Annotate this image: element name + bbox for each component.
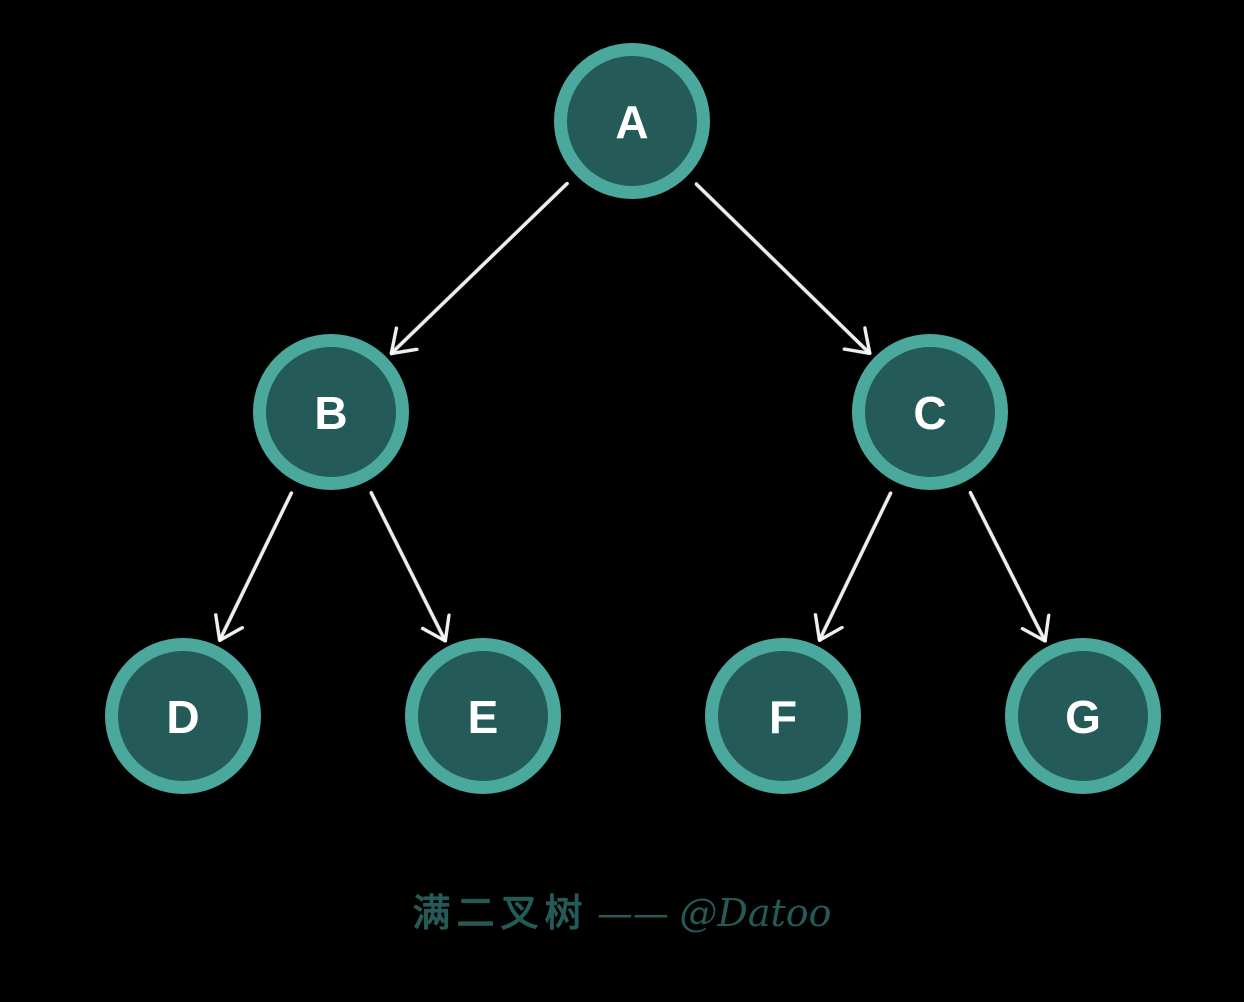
edge-b-d: [213, 491, 294, 643]
caption: 满二叉树 —— @Datoo: [0, 882, 1244, 937]
node-label: D: [166, 691, 199, 743]
edges-layer: [213, 181, 1051, 643]
node-e: E: [405, 638, 561, 794]
node-g: G: [1005, 638, 1161, 794]
node-label: G: [1065, 691, 1101, 743]
edge-b-e: [369, 490, 451, 643]
node-f: F: [705, 638, 861, 794]
node-label: C: [913, 387, 946, 439]
node-c: C: [852, 334, 1008, 490]
node-b: B: [253, 334, 409, 490]
node-label: E: [468, 691, 499, 743]
edge-c-f: [813, 491, 893, 642]
node-core: [718, 651, 848, 781]
node-label: A: [615, 96, 648, 148]
edge-c-g: [968, 490, 1051, 643]
edge-a-b: [389, 181, 569, 356]
node-label: B: [314, 387, 347, 439]
node-core: [1018, 651, 1148, 781]
node-core: [865, 347, 995, 477]
edge-a-c: [694, 182, 872, 356]
node-core: [567, 56, 697, 186]
caption-separator: ——: [596, 894, 669, 935]
node-core: [118, 651, 248, 781]
node-core: [266, 347, 396, 477]
nodes-layer: A B C D E F G: [105, 43, 1161, 794]
caption-title: 满二叉树: [412, 890, 589, 935]
node-core: [418, 651, 548, 781]
node-a: A: [554, 43, 710, 199]
node-label: F: [769, 691, 797, 743]
caption-author: @Datoo: [679, 891, 832, 935]
node-d: D: [105, 638, 261, 794]
